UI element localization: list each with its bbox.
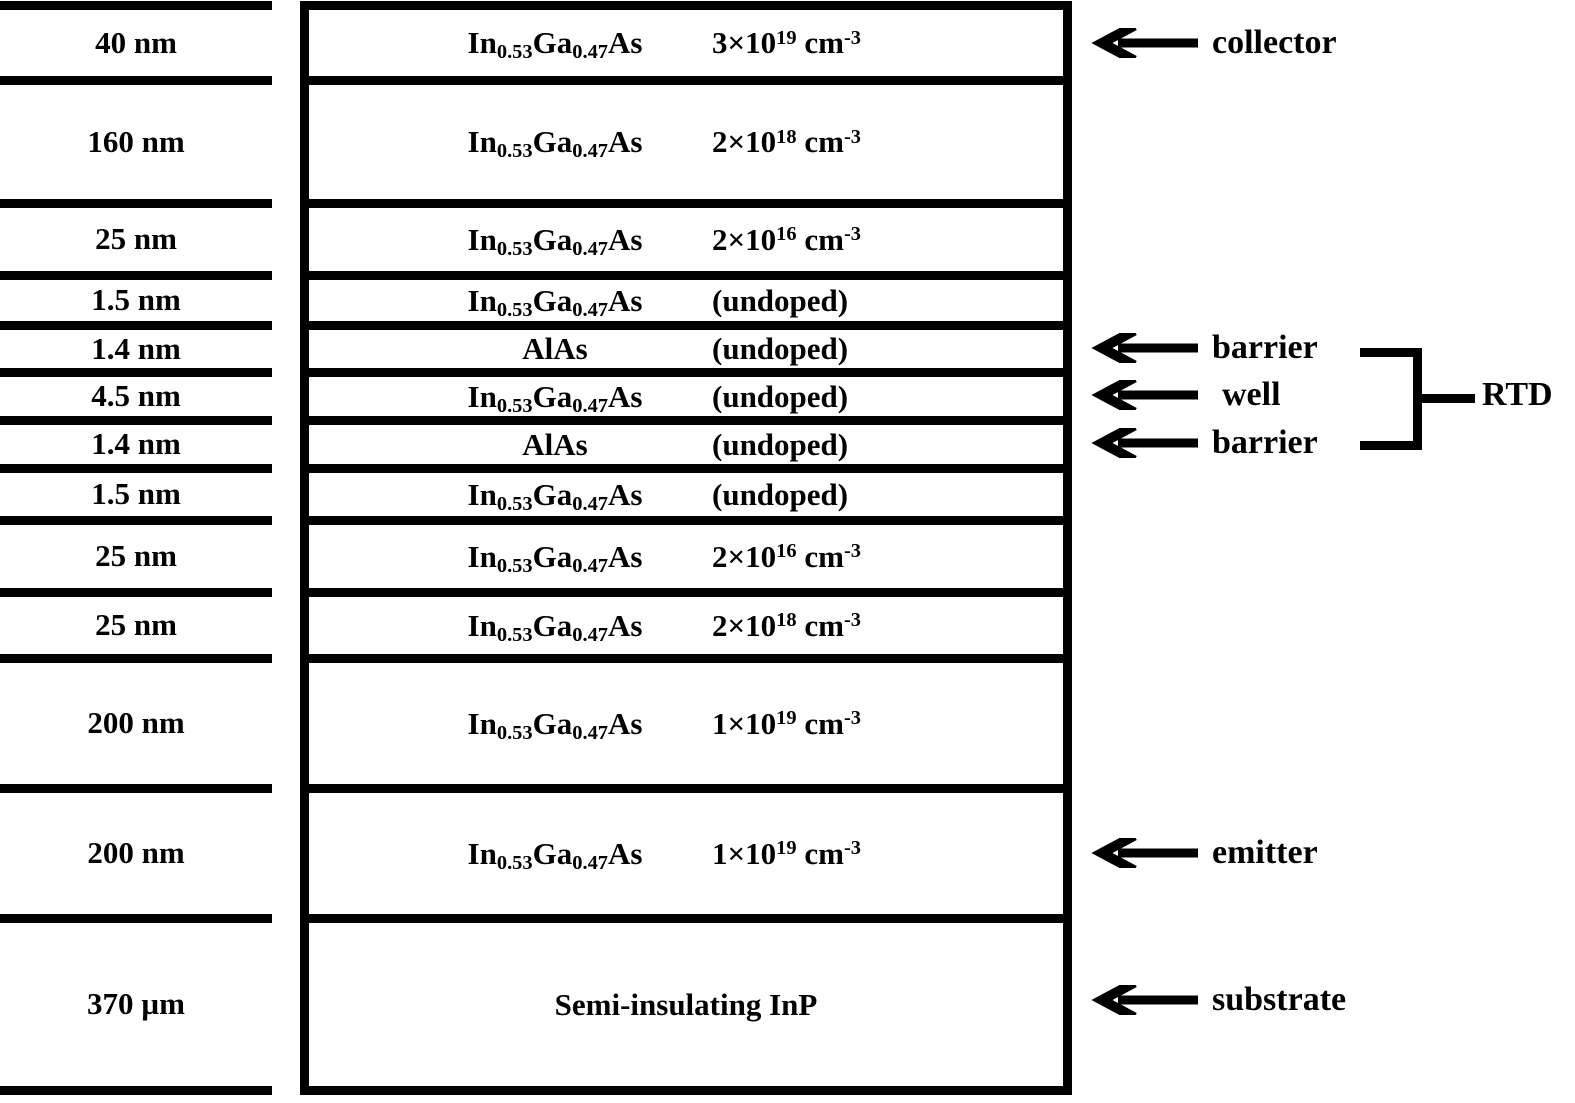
layer-divider: [300, 588, 1072, 597]
annotation-substrate: substrate: [1212, 981, 1347, 1018]
rtd-bracket-stem: [1413, 394, 1475, 403]
thickness-label: 200 nm: [87, 835, 185, 870]
well-arrow: [1090, 380, 1200, 410]
annotation-collector: collector: [1212, 24, 1337, 61]
layer-divider: [300, 199, 1072, 208]
thickness-tick: [0, 588, 272, 597]
thickness-tick: [0, 321, 272, 330]
epitaxial-stack-box: [300, 5, 1072, 1090]
layer-divider: [300, 1, 1072, 10]
thickness-tick: [0, 516, 272, 525]
barrier-bottom-arrow: [1090, 428, 1200, 458]
thickness-label: 1.5 nm: [91, 476, 181, 511]
layer-divider: [300, 784, 1072, 793]
layer-divider: [300, 464, 1072, 473]
rtd-bracket-top-stub: [1360, 348, 1422, 357]
thickness-tick: [0, 1, 272, 10]
thickness-tick: [0, 76, 272, 85]
layer-divider: [300, 76, 1072, 85]
thickness-label: 25 nm: [95, 607, 177, 642]
annotation-rtd: RTD: [1482, 376, 1553, 413]
collector-arrow: [1090, 28, 1200, 58]
layer-divider: [300, 271, 1072, 280]
thickness-tick: [0, 1086, 272, 1095]
layer-divider: [300, 368, 1072, 377]
thickness-tick: [0, 271, 272, 280]
thickness-label: 1.4 nm: [91, 330, 181, 366]
annotation-well: well: [1222, 376, 1281, 413]
thickness-tick: [0, 464, 272, 473]
layer-divider: [300, 914, 1072, 923]
thickness-label: 1.5 nm: [91, 282, 181, 317]
annotation-emitter: emitter: [1212, 834, 1318, 871]
thickness-label: 370 µm: [87, 986, 185, 1021]
thickness-tick: [0, 368, 272, 377]
thickness-label: 25 nm: [95, 538, 177, 573]
annotation-barrier-bottom: barrier: [1212, 424, 1318, 461]
rtd-bracket-bottom-stub: [1360, 441, 1422, 450]
layer-divider: [300, 516, 1072, 525]
emitter-arrow: [1090, 838, 1200, 868]
thickness-tick: [0, 784, 272, 793]
thickness-label: 200 nm: [87, 705, 185, 740]
thickness-tick: [0, 654, 272, 663]
thickness-label: 25 nm: [95, 221, 177, 256]
layer-divider: [300, 654, 1072, 663]
thickness-tick: [0, 199, 272, 208]
annotation-barrier-top: barrier: [1212, 329, 1318, 366]
thickness-label: 1.4 nm: [91, 426, 181, 461]
thickness-label: 40 nm: [95, 24, 177, 60]
barrier-top-arrow: [1090, 333, 1200, 363]
thickness-tick: [0, 914, 272, 923]
layer-divider: [300, 416, 1072, 425]
substrate-arrow: [1090, 985, 1200, 1015]
layer-divider: [300, 321, 1072, 330]
thickness-tick: [0, 416, 272, 425]
thickness-label: 4.5 nm: [91, 378, 181, 413]
layer-divider: [300, 1086, 1072, 1095]
thickness-label: 160 nm: [87, 123, 185, 159]
